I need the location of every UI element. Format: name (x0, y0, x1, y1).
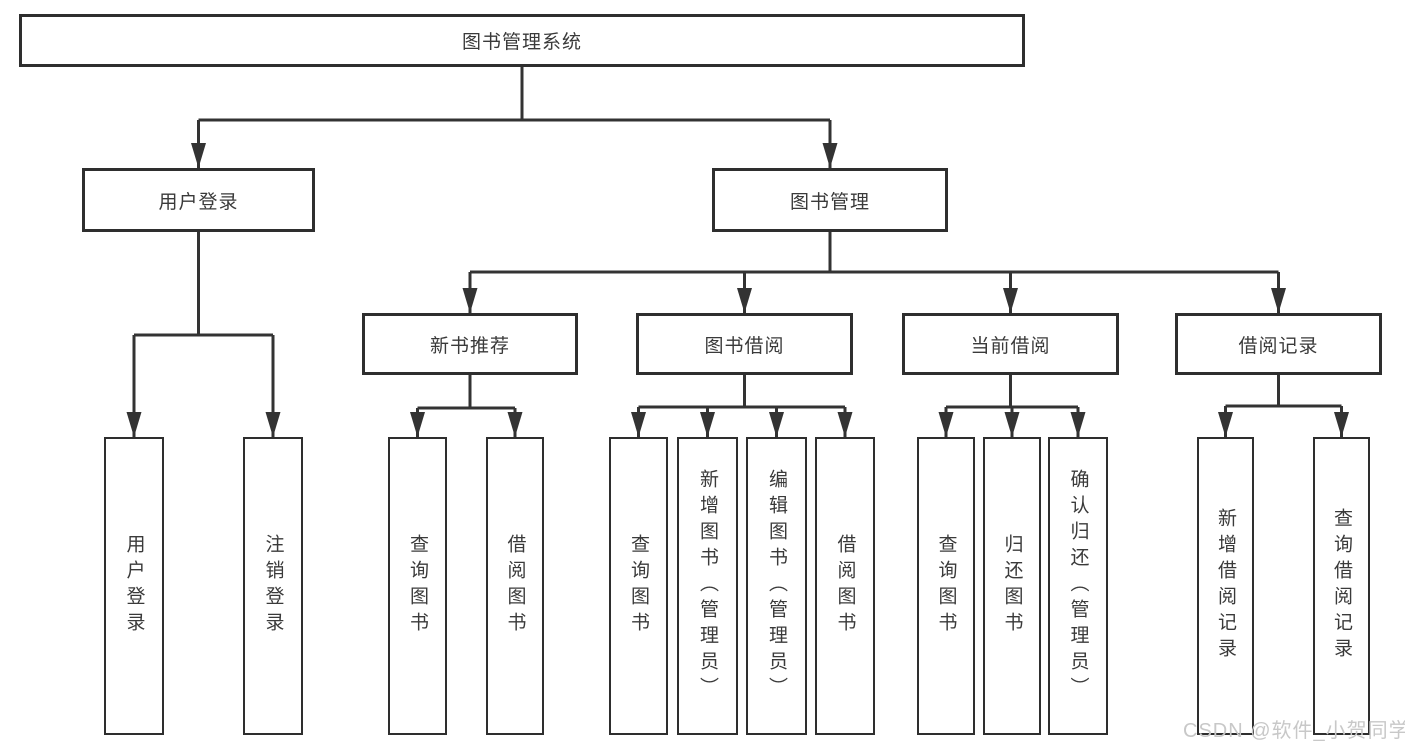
leaf-add-books-admin: 新增图书（管理员） (677, 437, 738, 735)
leaf-borrow-books-1: 借阅图书 (486, 437, 544, 735)
leaf-label: 归还图书 (1001, 534, 1023, 638)
leaf-label: 借阅图书 (834, 534, 856, 638)
csdn-watermark: CSDN @软件_小贺同学 (1183, 720, 1405, 742)
leaf-label: 新增借阅记录 (1215, 508, 1236, 664)
connector-root-branch (198, 67, 830, 122)
leaf-edit-books-admin: 编辑图书（管理员） (746, 437, 807, 735)
leaf-query-books-2: 查询图书 (609, 437, 668, 735)
node-label: 图书借阅 (704, 335, 785, 357)
leaf-label: 查询图书 (407, 534, 428, 638)
node-book-management: 图书管理 (712, 168, 948, 232)
node-current-borrow: 当前借阅 (902, 313, 1119, 375)
leaf-label: 借阅图书 (504, 534, 526, 638)
leaf-logout: 注销登录 (243, 437, 303, 735)
leaf-borrow-books-2: 借阅图书 (815, 437, 875, 735)
node-root-library-system: 图书管理系统 (19, 14, 1025, 67)
node-label: 借阅记录 (1238, 335, 1319, 357)
node-label: 图书管理 (789, 191, 870, 213)
leaf-label: 查询借阅记录 (1331, 508, 1352, 664)
node-book-borrow: 图书借阅 (636, 313, 853, 375)
leaf-query-books-1: 查询图书 (388, 437, 447, 735)
connector-book-management-branch (470, 232, 1279, 274)
leaf-label: 编辑图书（管理员） (766, 469, 787, 703)
node-label: 用户登录 (158, 191, 239, 213)
node-borrow-records: 借阅记录 (1175, 313, 1382, 375)
node-new-book-recommend: 新书推荐 (362, 313, 578, 375)
leaf-label: 注销登录 (262, 534, 284, 638)
leaf-label: 新增图书（管理员） (697, 469, 718, 703)
node-label: 当前借阅 (970, 335, 1051, 357)
node-label: 新书推荐 (429, 335, 510, 357)
connector-borrow-records-branch (1225, 375, 1342, 408)
leaf-user-login: 用户登录 (104, 437, 164, 735)
connector-new-book-branch (417, 375, 515, 410)
connector-current-borrow-branch (946, 375, 1078, 409)
leaf-label: 查询图书 (935, 534, 957, 638)
leaf-label: 用户登录 (123, 534, 145, 638)
connector-user-login-branch (134, 232, 273, 337)
connector-book-borrow-branch (638, 375, 845, 409)
leaf-confirm-return-admin: 确认归还（管理员） (1048, 437, 1108, 735)
leaf-label: 确认归还（管理员） (1067, 469, 1089, 703)
node-user-login: 用户登录 (82, 168, 315, 232)
leaf-query-borrow-record: 查询借阅记录 (1313, 437, 1370, 735)
leaf-add-borrow-record: 新增借阅记录 (1197, 437, 1254, 735)
leaf-label: 查询图书 (628, 534, 649, 638)
leaf-return-books: 归还图书 (983, 437, 1041, 735)
leaf-query-books-3: 查询图书 (917, 437, 975, 735)
node-label: 图书管理系统 (461, 32, 582, 53)
